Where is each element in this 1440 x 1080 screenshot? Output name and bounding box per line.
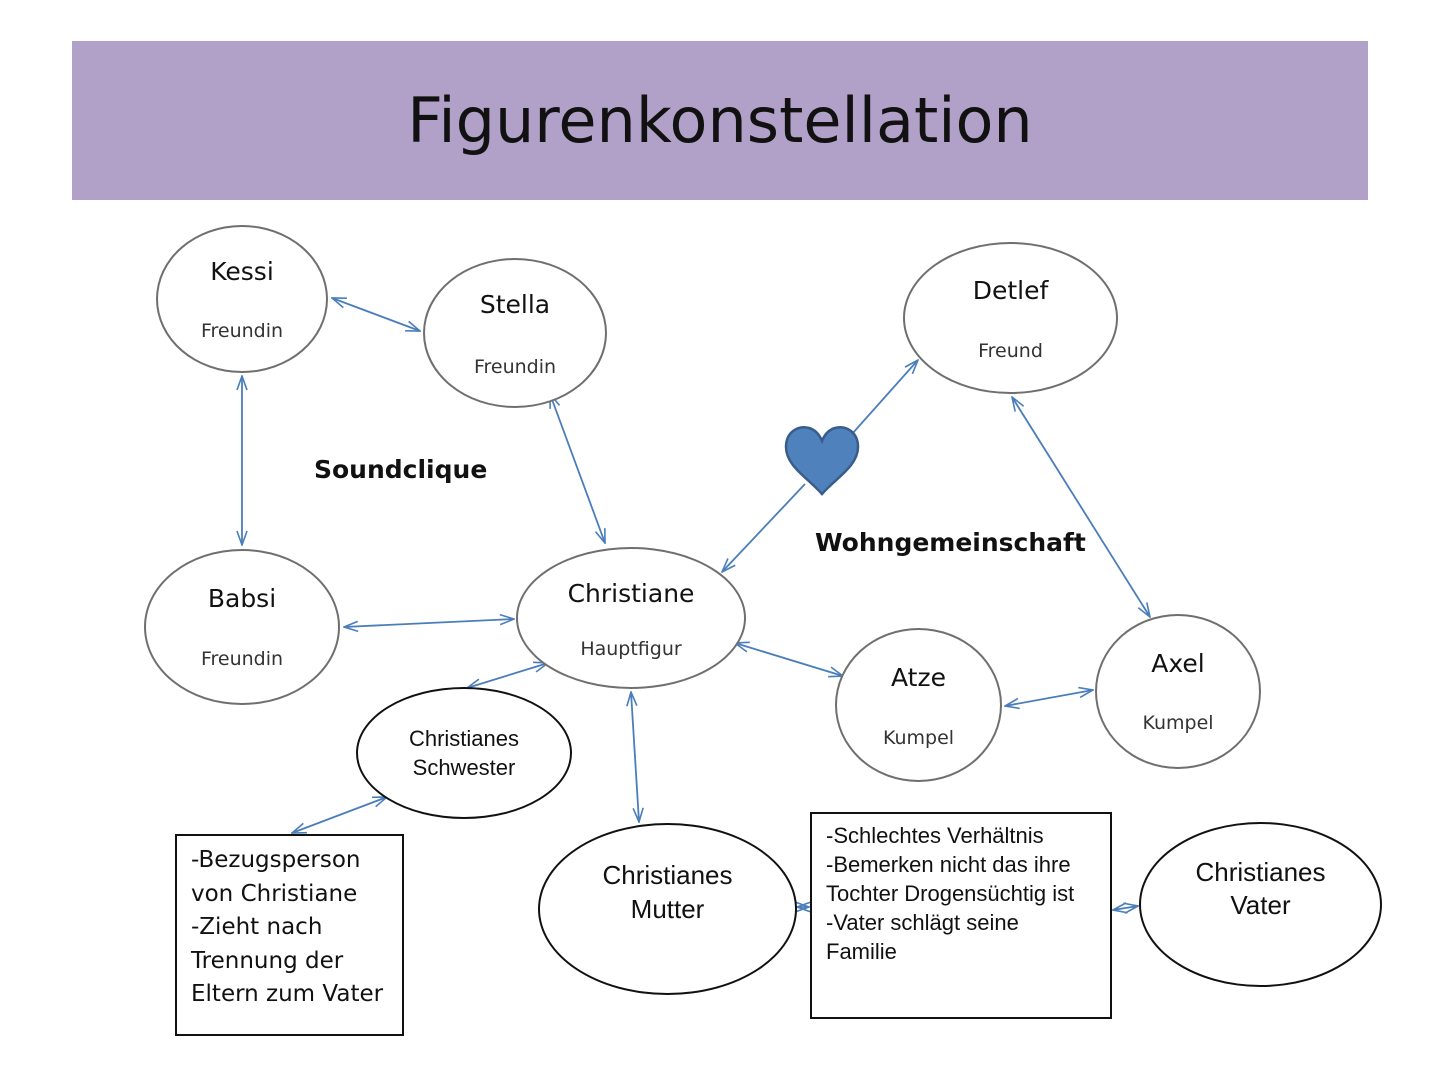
arrow-christiane-mutter [631, 692, 639, 822]
arrow-note-vater [1113, 906, 1138, 910]
title-bar: Figurenkonstellation [72, 41, 1368, 200]
arrow-detlef-axel [1012, 397, 1150, 617]
node-babsi-role: Freundin [200, 648, 284, 670]
node-detlef-name: Detlef [972, 276, 1049, 305]
node-schwester: Christianes Schwester [356, 687, 572, 819]
node-atze-name: Atze [891, 663, 946, 692]
arrow-schwester-note [292, 797, 387, 833]
node-atze: Atze Kumpel [835, 628, 1002, 782]
node-stella: Stella Freundin [423, 258, 607, 408]
node-schwester-line1: Christianes [408, 726, 520, 751]
node-babsi: Babsi Freundin [144, 549, 340, 705]
node-axel-name: Axel [1151, 649, 1205, 678]
arrow-kessi-stella [332, 297, 420, 332]
arrow-babsi-christiane [344, 619, 514, 627]
note-schwester-line: Eltern zum Vater [191, 981, 384, 1007]
node-christiane: Christiane Hauptfigur [516, 547, 746, 689]
node-christiane-role: Hauptfigur [580, 638, 682, 660]
node-axel-role: Kumpel [1142, 712, 1214, 734]
node-kessi-role: Freundin [200, 320, 284, 342]
node-vater-line1: Christianes [1195, 857, 1326, 887]
node-atze-role: Kumpel [882, 727, 955, 749]
note-schwester-line: Trennung der [191, 947, 344, 974]
node-mutter: Christianes Mutter [538, 823, 797, 995]
heart-icon [784, 426, 860, 496]
node-schwester-line2: Schwester [412, 755, 516, 780]
note-eltern-line: Familie [826, 939, 897, 964]
node-detlef-role: Freund [978, 340, 1043, 362]
node-kessi-name: Kessi [210, 257, 274, 286]
group-label-wohngemeinschaft: Wohngemeinschaft [815, 528, 1086, 557]
note-schwester: -Bezugsperson von Christiane -Zieht nach… [175, 834, 404, 1036]
note-eltern-line: -Bemerken nicht das ihre [826, 852, 1071, 877]
note-eltern: -Schlechtes Verhältnis -Bemerken nicht d… [810, 812, 1112, 1019]
arrow-christiane-heart [722, 483, 806, 572]
arrow-christiane-atze [735, 643, 843, 676]
note-eltern-line: -Vater schlägt seine [826, 910, 1019, 935]
note-eltern-line: Tochter Drogensüchtig ist [826, 881, 1075, 906]
note-schwester-line: von Christiane [191, 880, 358, 907]
node-stella-name: Stella [479, 290, 551, 319]
note-eltern-line: -Schlechtes Verhältnis [826, 823, 1044, 848]
note-schwester-line: -Zieht nach [191, 914, 323, 940]
node-babsi-name: Babsi [207, 584, 277, 613]
arrow-stella-christiane [549, 394, 606, 543]
arrow-christiane-schwester [467, 663, 548, 688]
node-christiane-name: Christiane [567, 579, 695, 608]
node-vater: Christianes Vater [1139, 822, 1382, 987]
node-detlef: Detlef Freund [903, 242, 1118, 394]
arrow-heart-detlef [851, 360, 918, 435]
node-vater-line2: Vater [1230, 890, 1291, 920]
group-label-soundclique: Soundclique [314, 455, 488, 484]
node-mutter-line2: Mutter [630, 894, 705, 924]
node-stella-role: Freundin [473, 356, 557, 378]
node-kessi: Kessi Freundin [156, 225, 328, 373]
arrow-atze-axel [1005, 690, 1093, 706]
page-title: Figurenkonstellation [407, 84, 1033, 157]
node-axel: Axel Kumpel [1095, 614, 1261, 769]
node-mutter-line1: Christianes [602, 860, 733, 890]
note-schwester-line: -Bezugsperson [191, 847, 361, 873]
